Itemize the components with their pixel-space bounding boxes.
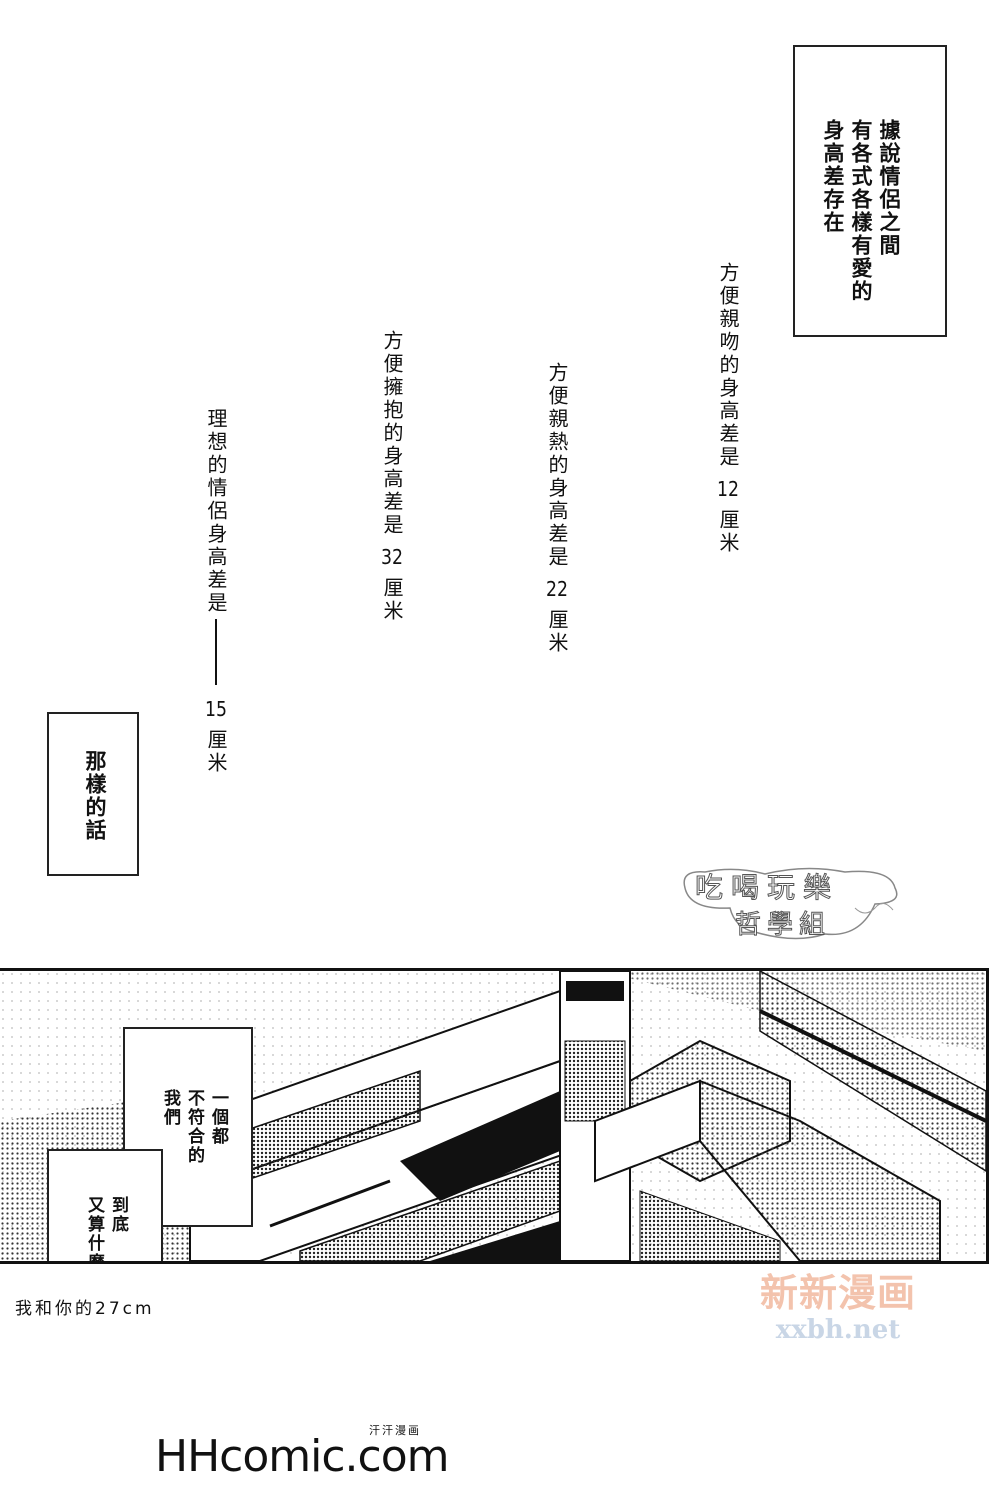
column-text: 理想的情侶身高差是	[204, 408, 228, 615]
column-number: 32	[381, 547, 403, 567]
chapter-title: 我和你的27cm	[15, 1299, 155, 1319]
column-unit: 厘米	[716, 509, 740, 555]
watermark-line-2: 哲學組	[734, 910, 832, 941]
group-watermark: 吃喝玩樂 哲學組	[675, 858, 905, 948]
manga-panel-building: 一個都 不符合的 我們 到底 又算什麼呢	[0, 968, 989, 1264]
column-hug: 方便擁抱的身高差是 32 厘米	[378, 330, 407, 623]
hhcomic-logo-text: HHcomic.com	[155, 1431, 450, 1482]
column-text: 方便親吻的身高差是	[716, 262, 740, 469]
bubble-line-3: 我們	[160, 1089, 180, 1127]
column-ideal: 理想的情侶身高差是 15 厘米	[202, 408, 231, 775]
conclusion-box: 那樣的話	[47, 712, 139, 876]
column-text: 方便親熱的身高差是	[545, 362, 569, 569]
column-unit: 厘米	[204, 729, 228, 775]
intro-line-2: 有各式各樣有愛的	[849, 119, 873, 303]
bubble-line-2: 不符合的	[184, 1089, 204, 1165]
hhcomic-logo: 汗汗漫画 HHcomic.com	[155, 1424, 450, 1486]
intro-line-3: 身高差存在	[821, 119, 845, 234]
bubble-line-5: 又算什麼呢	[84, 1196, 104, 1264]
conclusion-text: 那樣的話	[83, 750, 107, 842]
intro-line-1: 據說情侶之間	[877, 119, 901, 257]
bubble-line-1: 一個都	[208, 1089, 228, 1146]
speech-box-lower: 到底 又算什麼呢	[47, 1149, 163, 1264]
column-unit: 厘米	[545, 609, 569, 655]
xxbh-logo: 新新漫画 xxbh.net	[758, 1262, 918, 1345]
intro-narration-box: 據說情侶之間 有各式各樣有愛的 身高差存在	[793, 45, 947, 337]
xxbh-logo-text: 新新漫画	[759, 1271, 916, 1315]
watermark-line-1: 吃喝玩樂	[694, 871, 840, 905]
hhcomic-logo-cn: 汗汗漫画	[369, 1424, 421, 1437]
column-kiss: 方便親吻的身高差是 12 厘米	[714, 262, 743, 555]
column-unit: 厘米	[380, 577, 404, 623]
column-number: 15	[205, 699, 227, 719]
watermark-frame-icon	[683, 867, 898, 940]
bubble-line-4: 到底	[108, 1196, 128, 1234]
xxbh-url: xxbh.net	[775, 1315, 901, 1345]
column-number: 22	[546, 579, 568, 599]
column-number: 12	[717, 479, 739, 499]
em-dash	[215, 619, 217, 685]
column-text: 方便擁抱的身高差是	[380, 330, 404, 537]
column-intimacy: 方便親熱的身高差是 22 厘米	[543, 362, 572, 655]
